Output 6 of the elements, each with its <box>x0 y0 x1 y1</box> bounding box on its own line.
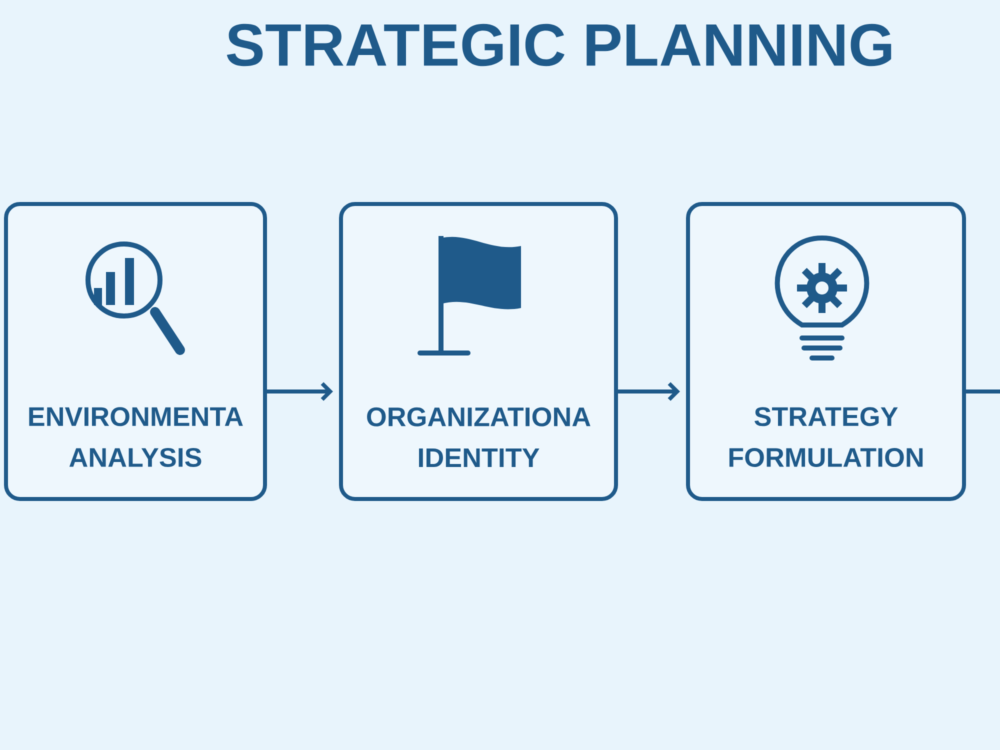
process-box: STRATEGY FORMULATION <box>686 202 966 501</box>
arrow <box>267 382 333 401</box>
process-box: ORGANIZATIONA IDENTITY <box>339 202 618 501</box>
arrow <box>618 382 680 401</box>
title: STRATEGIC PLANNING <box>226 24 892 66</box>
process-box: ENVIRONMENTA ANALYSIS <box>4 202 267 501</box>
